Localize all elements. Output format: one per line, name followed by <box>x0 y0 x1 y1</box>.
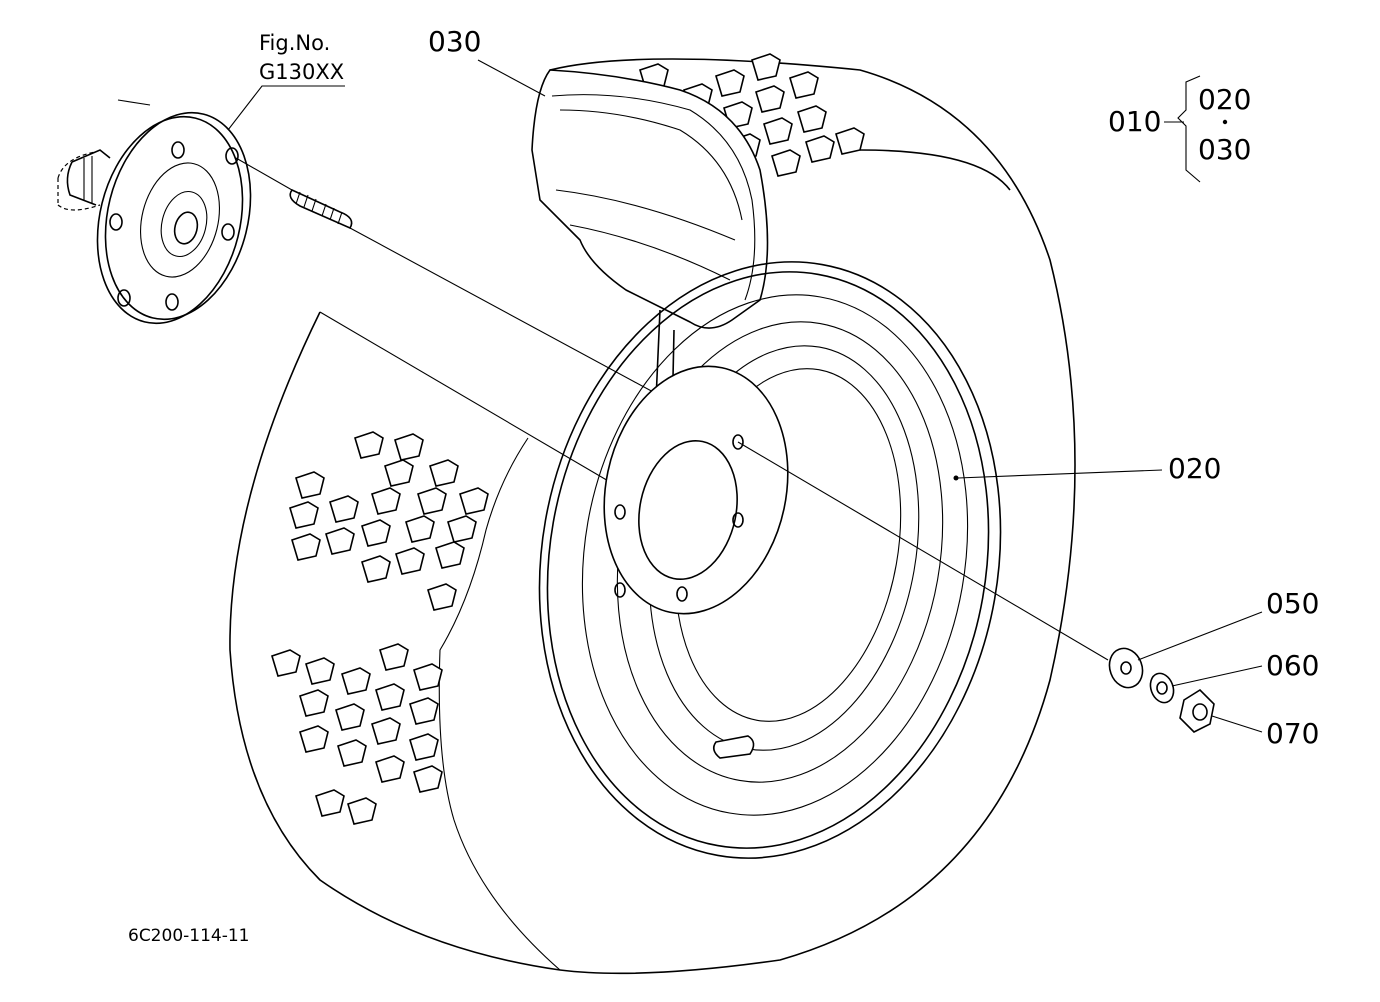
callout-assembly: 010 <box>1108 105 1162 138</box>
callout-washer: 050 <box>1266 587 1320 620</box>
tire <box>229 53 1076 975</box>
wheel-stud <box>235 157 669 401</box>
diagram-code: 6C200-114-11 <box>128 926 250 946</box>
callout-tire: 030 <box>428 25 482 58</box>
callout-nut: 070 <box>1266 717 1320 750</box>
fig-ref-number: G130XX <box>259 60 345 84</box>
wheel-hardware <box>737 441 1215 733</box>
callout-assembly-sub-top: 020 <box>1198 83 1252 116</box>
fig-ref-leader <box>227 85 345 131</box>
leader-lines <box>477 59 1263 733</box>
hub-flange <box>57 99 252 325</box>
fig-ref-label: Fig.No. <box>259 31 331 55</box>
callout-lock-washer: 060 <box>1266 649 1320 682</box>
callout-rim: 020 <box>1168 452 1222 485</box>
rim <box>538 261 1002 859</box>
callout-assembly-sub-bottom: 030 <box>1198 133 1252 166</box>
